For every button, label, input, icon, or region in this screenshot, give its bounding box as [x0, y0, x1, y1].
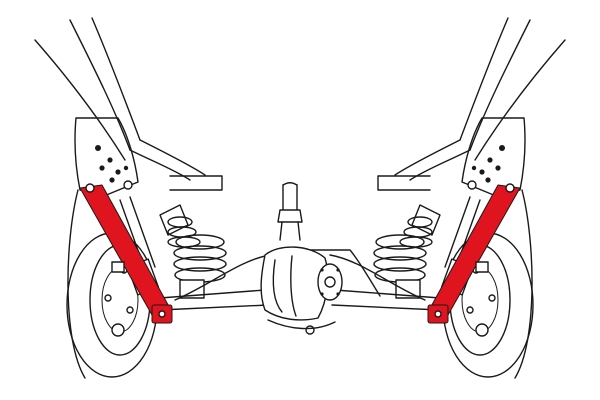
- right-coil-spring: [373, 204, 441, 299]
- left-coil-spring: [159, 204, 227, 299]
- right-trailing-arm: [427, 184, 521, 324]
- vehicle-body-outline: [34, 17, 566, 191]
- left-upper-bracket: [74, 117, 139, 197]
- driveshaft: [277, 182, 303, 241]
- rear-axle-housing: [159, 246, 441, 335]
- right-upper-bracket: [461, 117, 526, 197]
- left-trailing-arm: [79, 184, 173, 324]
- arm-mount-hardware: [85, 183, 515, 273]
